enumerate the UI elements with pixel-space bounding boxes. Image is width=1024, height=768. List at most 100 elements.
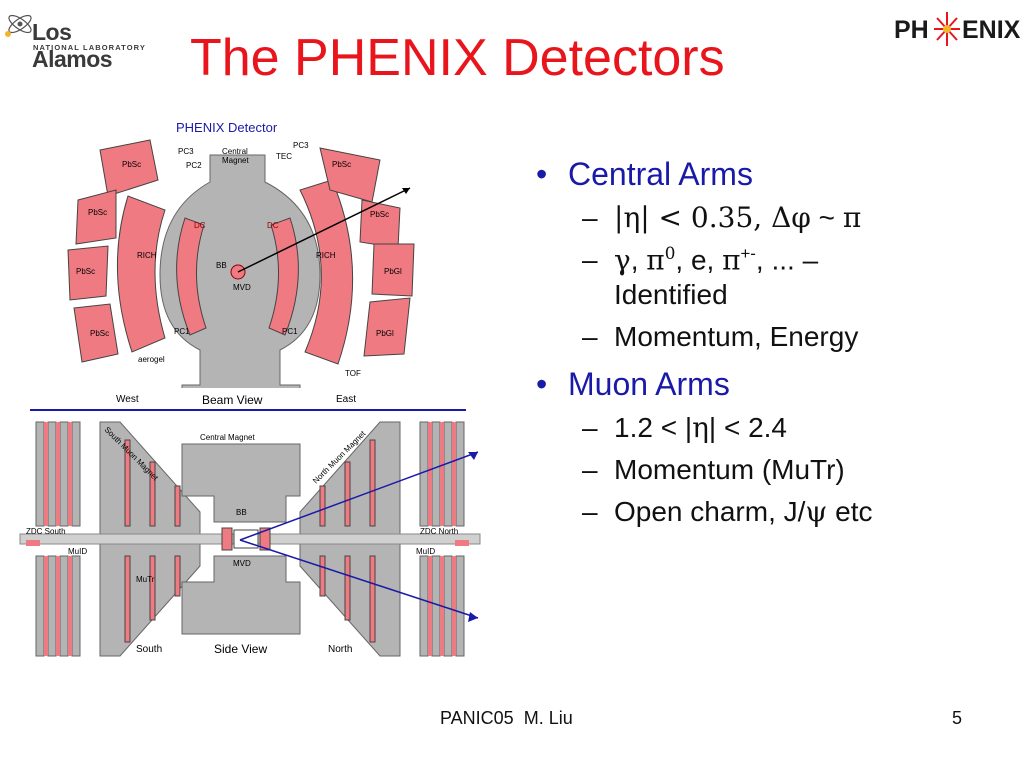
label-rich-left: RICH xyxy=(137,251,157,260)
dash: – xyxy=(582,244,598,276)
zdc-north-marker xyxy=(455,540,469,546)
phenix-star-icon xyxy=(934,12,960,46)
sub-bullet: –|η| < 0.35, Δφ ~ π xyxy=(582,201,862,234)
sub-bullet: –Momentum (MuTr) xyxy=(536,453,1006,487)
label-pc2: PC2 xyxy=(186,161,202,170)
label-muid-south: MuID xyxy=(68,547,87,556)
beam-view: PHENIX Detector PC3 xyxy=(30,120,466,411)
label-pbsc-3: PbSc xyxy=(76,267,95,276)
label-central-magnet-1: Central xyxy=(222,147,248,156)
side-view: Central Magnet South Muon Magnet North M… xyxy=(19,421,481,657)
label-west: West xyxy=(116,394,139,405)
north-muid xyxy=(419,421,465,657)
pbgl-block xyxy=(363,297,411,357)
east-rich xyxy=(299,179,354,365)
pbsc-block xyxy=(99,139,159,197)
pbsc-block xyxy=(67,245,109,301)
label-pbsc-1: PbSc xyxy=(122,160,141,169)
west-dc xyxy=(176,217,207,336)
dash: – xyxy=(582,496,598,528)
pbsc-block xyxy=(73,303,119,363)
label-zdc-south: ZDC South xyxy=(26,527,66,536)
label-pc1-right: PC1 xyxy=(282,327,298,336)
label-central-magnet-2: Magnet xyxy=(222,156,249,165)
label-mutr: MuTr xyxy=(136,575,155,584)
pbsc-block xyxy=(359,199,401,249)
bullet-muon-arms: • Muon Arms xyxy=(536,366,1006,403)
label-pc1-left: PC1 xyxy=(174,327,190,336)
pbgl-block xyxy=(371,243,415,297)
label-beam-view: Beam View xyxy=(202,393,263,407)
east-dc xyxy=(268,217,299,336)
sub-bullet: –Momentum, Energy xyxy=(536,320,1006,354)
mutr-chambers xyxy=(124,439,376,643)
label-zdc-north: ZDC North xyxy=(420,527,458,536)
bullet-dot: • xyxy=(536,156,548,192)
label-muid-north: MuID xyxy=(416,547,435,556)
arrow-head xyxy=(468,452,478,460)
label-aerogel: aerogel xyxy=(138,355,165,364)
bullet-central-arms: • Central Arms xyxy=(536,156,1006,193)
track-north-up xyxy=(239,451,479,541)
bullet-label: Muon Arms xyxy=(568,365,730,402)
label-dc-right: DC xyxy=(267,221,279,230)
phenix-logo: PH ENIX xyxy=(892,8,1020,52)
label-pbsc-6: PbSc xyxy=(370,210,389,219)
phenix-logo-right: ENIX xyxy=(962,16,1021,44)
phenix-logo-left: PH xyxy=(894,16,929,44)
label-pbgl-2: PbGl xyxy=(376,329,394,338)
label-pbsc-5: PbSc xyxy=(332,160,351,169)
diagram-title: PHENIX Detector xyxy=(176,120,278,135)
track-arrow xyxy=(237,187,411,273)
sub-bullet: –Open charm, J/ψ etc xyxy=(582,495,873,529)
east-arm-emcal xyxy=(319,147,415,357)
label-pc3-left: PC3 xyxy=(178,147,194,156)
label-tec: TEC xyxy=(276,152,292,161)
arrow-head xyxy=(468,612,478,622)
bullet-list: • Central Arms –|η| < 0.35, Δφ ~ π –γ, π… xyxy=(536,150,1006,529)
arrow-head xyxy=(402,188,410,194)
zdc-south-marker xyxy=(26,540,40,546)
label-central-magnet: Central Magnet xyxy=(200,433,255,442)
label-rich-right: RICH xyxy=(316,251,336,260)
label-pbsc-4: PbSc xyxy=(90,329,109,338)
pbsc-block xyxy=(75,189,117,245)
label-tof: TOF xyxy=(345,369,361,378)
dash: – xyxy=(582,202,598,233)
label-side-view: Side View xyxy=(214,642,267,656)
slide-title: The PHENIX Detectors xyxy=(190,29,725,87)
label-pbsc-2: PbSc xyxy=(88,208,107,217)
footer-text: PANIC05 M. Liu xyxy=(440,708,573,728)
label-pc3-right: PC3 xyxy=(293,141,309,150)
sub-bullet: –γ, π0, e, π+-, ... –Identified xyxy=(582,243,819,310)
bb-north xyxy=(259,527,271,551)
central-magnet-bottom xyxy=(181,555,301,635)
track-north-down xyxy=(239,539,479,619)
lanl-atom-icon xyxy=(5,14,32,37)
dash: – xyxy=(582,411,598,443)
label-mvd-side: MVD xyxy=(233,559,251,568)
label-dc-left: DC xyxy=(194,221,206,230)
los-alamos-logo: Los Alamos NATIONAL LABORATORY xyxy=(4,2,154,72)
sub-bullet: –1.2 < |η| < 2.4 xyxy=(582,410,787,444)
label-pbgl-1: PbGl xyxy=(384,267,402,276)
lanl-name: Los Alamos xyxy=(32,19,113,72)
label-south: South xyxy=(136,644,162,655)
bullet-label: Central Arms xyxy=(568,156,753,192)
phenix-detector-diagram: PHENIX Detector PC3 xyxy=(19,120,481,657)
label-bb: BB xyxy=(216,261,227,270)
lanl-subtitle: NATIONAL LABORATORY xyxy=(33,43,146,52)
west-arm-emcal xyxy=(67,139,159,363)
west-rich xyxy=(116,195,166,353)
page-number: 5 xyxy=(952,708,963,728)
label-east: East xyxy=(336,394,356,405)
bb-south xyxy=(221,527,233,551)
bullet-dot: • xyxy=(536,365,548,402)
dash: – xyxy=(582,454,598,486)
dash: – xyxy=(582,320,598,352)
beam-view-caption-bar xyxy=(58,388,418,410)
label-bb-side: BB xyxy=(236,508,247,517)
label-mvd: MVD xyxy=(233,283,251,292)
label-north: North xyxy=(328,644,352,655)
central-magnet-top xyxy=(181,443,301,523)
